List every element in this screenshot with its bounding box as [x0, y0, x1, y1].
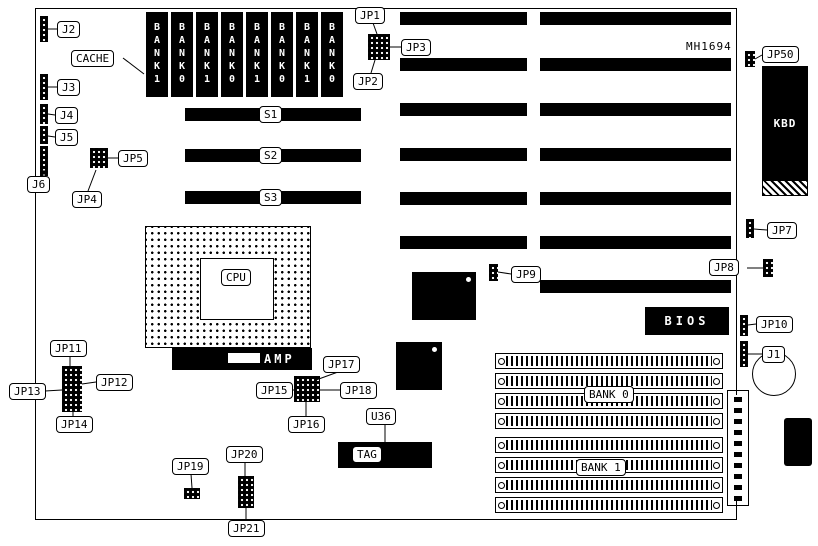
- kbd-connector: KBD: [762, 66, 808, 180]
- callout-jp19: JP19: [172, 458, 209, 475]
- callout-jp1: JP1: [355, 7, 385, 24]
- callout-s1: S1: [259, 106, 283, 123]
- expansion-slot: [540, 236, 731, 249]
- cache-chip: B A N K 0: [271, 12, 293, 97]
- callout-jp5: JP5: [118, 150, 148, 167]
- cache-chip: B A N K 1: [146, 12, 168, 97]
- callout-jp50: JP50: [762, 46, 799, 63]
- battery: [752, 352, 796, 396]
- jumper-block-jp20-jp21: [238, 476, 254, 508]
- expansion-slot: [540, 280, 731, 293]
- callout-jp8: JP8: [709, 259, 739, 276]
- expansion-slot: [540, 192, 731, 205]
- jumper-block-jp15-jp18: [294, 376, 320, 402]
- simm-socket: [495, 353, 723, 369]
- callout-jp18: JP18: [340, 382, 377, 399]
- expansion-slot: [400, 236, 527, 249]
- jumper-block-jp1-jp2-jp3: [368, 34, 390, 60]
- callout-jp14: JP14: [56, 416, 93, 433]
- jumper-block-jp7: [746, 219, 754, 238]
- callout-jp7: JP7: [767, 222, 797, 239]
- callout-j4: J4: [55, 107, 79, 124]
- callout-s2: S2: [259, 147, 283, 164]
- expansion-slot: [540, 12, 731, 25]
- callout-s3: S3: [259, 189, 283, 206]
- expansion-slot: [400, 58, 527, 71]
- expansion-slot: [400, 148, 527, 161]
- bios-chip: BIOS: [645, 307, 729, 335]
- cache-chip: B A N K 0: [321, 12, 343, 97]
- callout-jp10: JP10: [756, 316, 793, 333]
- callout-j5: J5: [55, 129, 79, 146]
- callout-tag: TAG: [352, 446, 382, 463]
- expansion-slot: [540, 148, 731, 161]
- expansion-slot: [400, 12, 527, 25]
- callout-jp3: JP3: [401, 39, 431, 56]
- cache-chip: B A N K 0: [171, 12, 193, 97]
- expansion-slot: [540, 103, 731, 116]
- simm-socket: [495, 437, 723, 453]
- amp-label: AMP: [264, 352, 295, 366]
- callout-jp2: JP2: [353, 73, 383, 90]
- board-id-label: MH1694: [686, 40, 732, 53]
- callout-j6: J6: [27, 176, 51, 193]
- callout-jp12: JP12: [96, 374, 133, 391]
- pin-header-j4: [40, 104, 48, 124]
- callout-j1: J1: [762, 346, 786, 363]
- pin-header-j3: [40, 74, 48, 100]
- callout-jp21: JP21: [228, 520, 265, 537]
- jumper-block-jp5: [90, 148, 108, 168]
- expansion-slot: [400, 103, 527, 116]
- amp-connector-slot: [228, 353, 260, 363]
- expansion-slot: [540, 58, 731, 71]
- edge-connector: [727, 390, 749, 506]
- jumper-block-jp10: [740, 315, 748, 336]
- cache-chip: B A N K 0: [221, 12, 243, 97]
- cache-chip: B A N K 1: [246, 12, 268, 97]
- callout-j3: J3: [57, 79, 81, 96]
- callout-jp13: JP13: [9, 383, 46, 400]
- callout-bank0: BANK 0: [584, 386, 634, 403]
- callout-jp20: JP20: [226, 446, 263, 463]
- callout-bank1: BANK 1: [576, 459, 626, 476]
- cpu-socket-inner: [200, 258, 274, 320]
- jumper-block-jp50: [745, 51, 755, 67]
- kbd-hatch: [762, 180, 808, 196]
- pin-header-j5: [40, 126, 48, 144]
- callout-jp9: JP9: [511, 266, 541, 283]
- pin-header-j2: [40, 16, 48, 42]
- qfp-chip-2: [396, 342, 442, 390]
- simm-socket: [495, 477, 723, 493]
- callout-jp16: JP16: [288, 416, 325, 433]
- pin-header-j6: [40, 146, 48, 176]
- jumper-block-jp8: [763, 259, 773, 277]
- simm-socket: [495, 497, 723, 513]
- callout-j2: J2: [57, 21, 81, 38]
- jumper-block-j1: [740, 341, 748, 367]
- callout-cache: CACHE: [71, 50, 115, 67]
- callout-jp11: JP11: [50, 340, 87, 357]
- callout-jp17: JP17: [323, 356, 360, 373]
- cache-chip: B A N K 1: [296, 12, 318, 97]
- jumper-block-jp19: [184, 488, 200, 499]
- callout-jp4: JP4: [72, 191, 102, 208]
- callout-jp15: JP15: [256, 382, 293, 399]
- expansion-slot: [400, 192, 527, 205]
- jumper-block-jp9: [489, 264, 498, 281]
- cache-chip: B A N K 1: [196, 12, 218, 97]
- callout-u36: U36: [366, 408, 396, 425]
- jumper-block-jp11-jp14: [62, 366, 82, 412]
- callout-cpu: CPU: [221, 269, 251, 286]
- power-connector: [784, 418, 812, 466]
- qfp-chip-1: [412, 272, 476, 320]
- simm-socket: [495, 413, 723, 429]
